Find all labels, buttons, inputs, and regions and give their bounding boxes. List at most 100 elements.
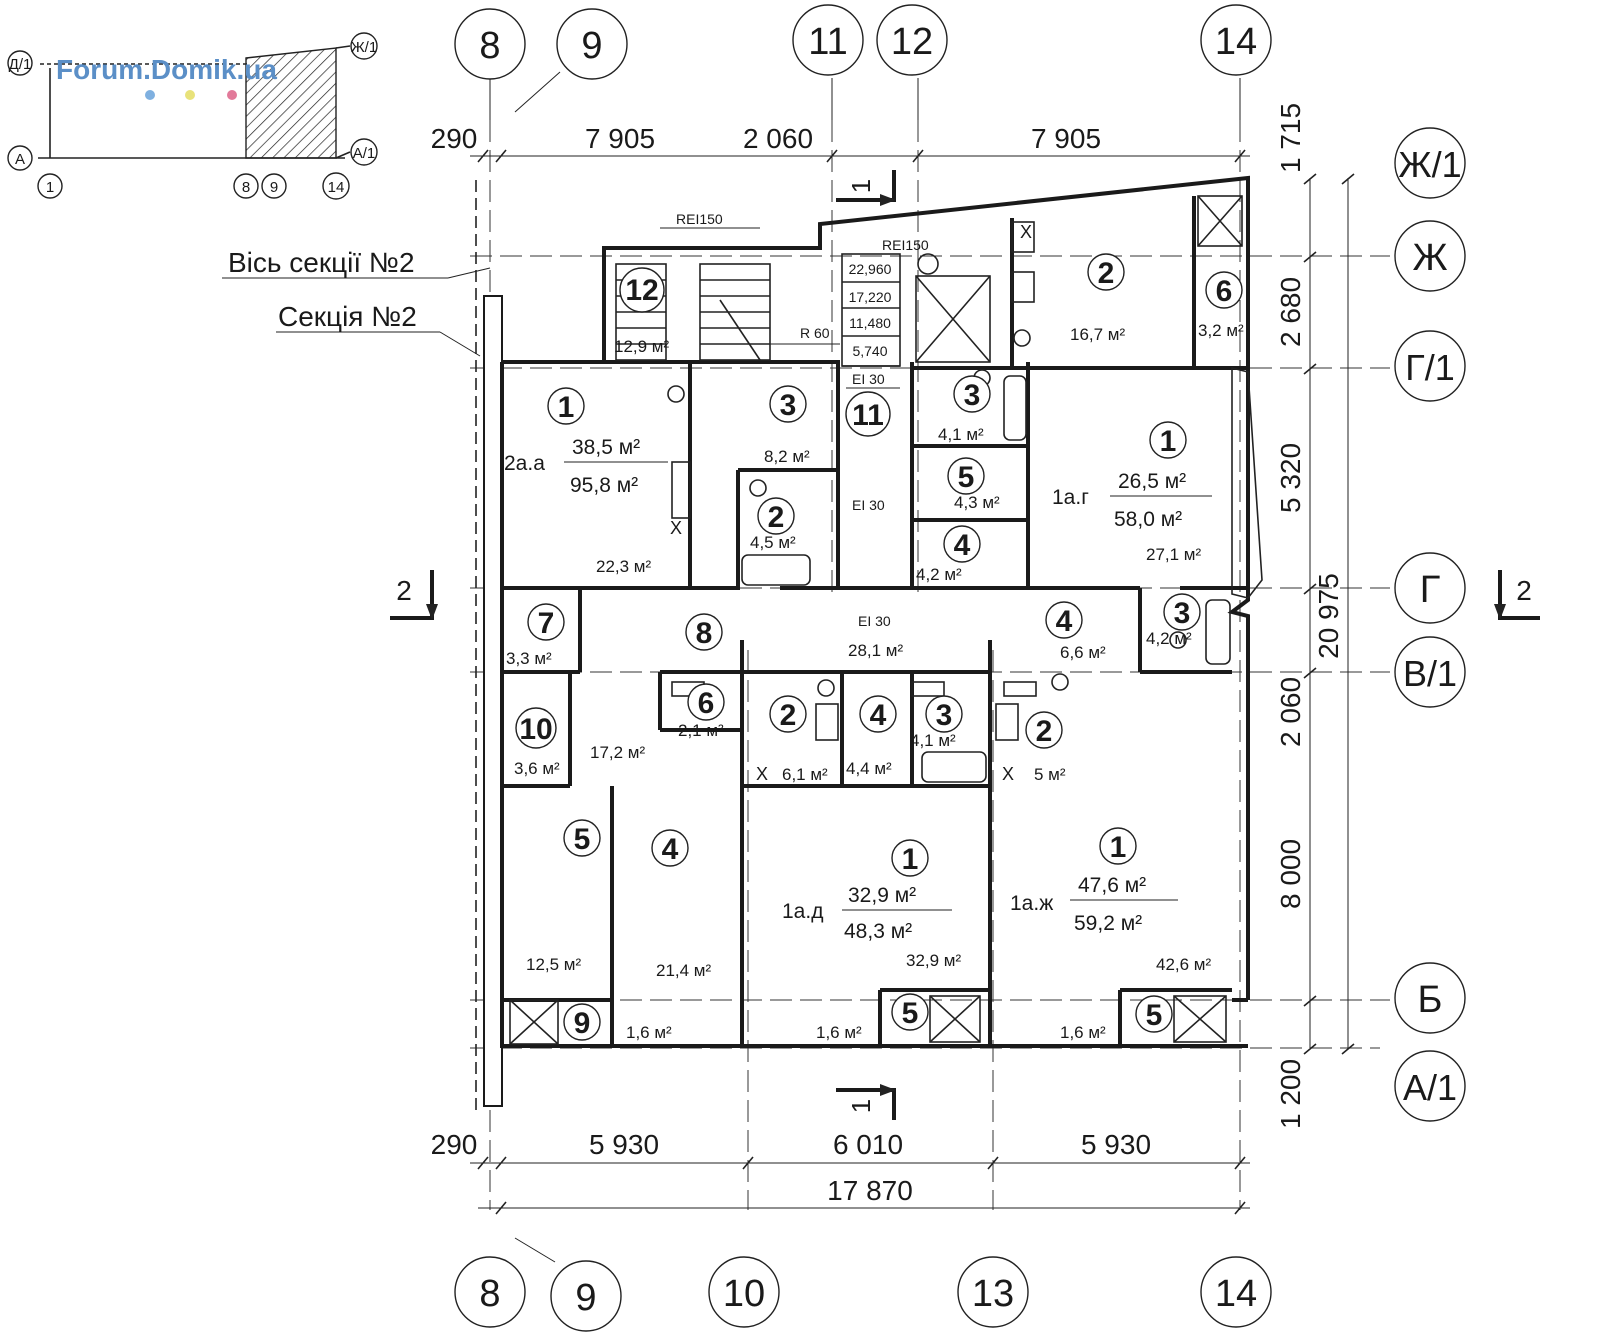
elevation-3: 11,480: [849, 315, 891, 331]
cut-1-top: 1: [846, 179, 876, 193]
elevation-2: 17,220: [849, 289, 892, 305]
room-ag-5-area: 4,3 м²: [954, 493, 1000, 512]
room-aa-9-number: 9: [574, 1007, 591, 1040]
elevation-4: 5,740: [852, 343, 887, 359]
apt-ag-total: 58,0 м²: [1114, 508, 1182, 531]
apt-aa-total: 95,8 м²: [570, 474, 638, 497]
room-ag-5-number: 5: [958, 461, 975, 494]
room-ag-1-area: 27,1 м²: [1146, 545, 1201, 564]
room-ag-1-number: 1: [1160, 425, 1177, 458]
right-dim-5320: 5 320: [1275, 443, 1306, 513]
room-d-5-area: 1,6 м²: [816, 1023, 862, 1042]
cut-1-bottom: 1: [846, 1099, 876, 1113]
cut-marks: 1 1 2 2: [390, 170, 1540, 1120]
bottom-axis-bubbles: 8 9 10 13 14: [454, 1237, 1272, 1332]
bottom-dim-5930-a: 5 930: [589, 1129, 659, 1160]
bottom-axis-13: 13: [972, 1273, 1014, 1315]
stove-mark-2: Х: [1020, 222, 1032, 242]
room-12-number: 12: [625, 274, 658, 307]
room-aa-4-number: 4: [662, 833, 679, 866]
room-ag-3-area: 4,1 м²: [938, 425, 984, 444]
top-axis-12: 12: [891, 21, 933, 63]
apt-azh-living: 47,6 м²: [1078, 874, 1146, 897]
apt-ad-living: 32,9 м²: [848, 884, 916, 907]
room-labels: 12 12,9 м² 11 1 22,3 м² 3 8,2 м² 2 4,5 м…: [506, 253, 1244, 1042]
bottom-dim-5930-b: 5 930: [1081, 1129, 1151, 1160]
top-dim-7905-a: 7 905: [585, 123, 655, 154]
room-d-4b-area: 4,4 м²: [846, 759, 892, 778]
room-aa-2-area: 4,5 м²: [750, 533, 796, 552]
cut-2-left: 2: [396, 575, 412, 606]
section-label: Секція №2: [278, 301, 417, 332]
room-aa-6-number: 6: [698, 687, 715, 720]
apt-ag-code: 1а.г: [1052, 486, 1089, 509]
room-aa-1-number: 1: [558, 391, 575, 424]
room-aa-8-number: 8: [696, 617, 713, 650]
right-axis-v1: В/1: [1403, 653, 1457, 694]
room-d-4-number: 4: [1056, 605, 1073, 638]
room-d-2-number: 2: [780, 699, 797, 732]
room-aa-5-number: 5: [574, 823, 591, 856]
watermark-dot-pink: [227, 90, 237, 100]
room-d-1-area: 32,9 м²: [906, 951, 961, 970]
right-axis-zh: Ж: [1412, 237, 1447, 279]
bottom-axis-8: 8: [479, 1273, 500, 1315]
room-d-2-area: 6,1 м²: [782, 765, 828, 784]
right-axis-a1: А/1: [1403, 1067, 1457, 1108]
key-axis-8: 8: [242, 179, 250, 196]
stove-mark-1: Х: [670, 518, 682, 538]
right-axis-g: Г: [1420, 569, 1441, 611]
key-plan: Д/1 Ж/1 А А/1 1 8 9 14 Forum.Domik.ua: [7, 32, 378, 200]
room-ag-2-number: 2: [1098, 257, 1115, 290]
watermark-dot-yellow: [185, 90, 195, 100]
room-aa-10-number: 10: [519, 713, 552, 746]
key-axis-d1: Д/1: [9, 56, 32, 73]
fire-ratings: REI150 REI150 R 60 EI 30 EI 30 EI 30 22,…: [660, 211, 1032, 784]
bottom-axis-9: 9: [575, 1277, 596, 1319]
top-axis-14: 14: [1215, 21, 1257, 63]
key-axis-a: А: [15, 151, 25, 168]
top-axis-9: 9: [581, 25, 602, 67]
room-d-5-number: 5: [902, 997, 919, 1030]
room-d-1-number: 1: [902, 843, 919, 876]
fire-rating-ei30-a: EI 30: [852, 371, 885, 387]
room-d-4-area: 6,6 м²: [1060, 643, 1106, 662]
watermark-logo: Forum.Domik.ua: [56, 54, 277, 85]
apt-aa-living: 38,5 м²: [572, 436, 640, 459]
apt-ad-code: 1а.д: [782, 900, 823, 923]
elevation-1: 22,960: [849, 261, 892, 277]
room-zh-1-area: 42,6 м²: [1156, 955, 1211, 974]
top-dim-7905-b: 7 905: [1031, 123, 1101, 154]
room-d-3-area: 4,2 м²: [1146, 629, 1192, 648]
bottom-axis-10: 10: [723, 1273, 765, 1315]
top-axis-bubbles: 8 9 11 12 14: [454, 4, 1272, 120]
room-d-3-number: 3: [1174, 597, 1191, 630]
room-aa-2-number: 2: [768, 501, 785, 534]
right-dim-total: 20 975: [1313, 573, 1344, 659]
apt-azh-code: 1а.ж: [1010, 892, 1053, 915]
key-axis-9: 9: [270, 179, 278, 196]
watermark-dot-blue: [145, 90, 155, 100]
room-d-4b-number: 4: [870, 699, 887, 732]
right-axis-bubbles: Ж/1 Ж Г/1 Г В/1 Б А/1: [1394, 127, 1466, 1122]
room-ag-4-area: 4,2 м²: [916, 565, 962, 584]
room-11-number: 11: [852, 399, 884, 432]
room-d-3b-area: 4,1 м²: [910, 731, 956, 750]
room-ag-2-area: 16,7 м²: [1070, 325, 1125, 344]
right-dim-2060: 2 060: [1275, 677, 1306, 747]
top-axis-11: 11: [808, 21, 847, 63]
stove-mark-4: Х: [1002, 764, 1014, 784]
bottom-axis-14: 14: [1215, 1273, 1257, 1315]
room-zh-2-area: 5 м²: [1034, 765, 1066, 784]
fire-rating-r60: R 60: [800, 325, 830, 341]
right-axis-b: Б: [1418, 979, 1443, 1021]
room-ag-3-number: 3: [964, 379, 981, 412]
right-dim-1715: 1 715: [1275, 103, 1306, 173]
cut-2-right: 2: [1516, 575, 1532, 606]
room-aa-6-area: 2,1 м²: [678, 721, 724, 740]
bottom-dim-total: 17 870: [827, 1175, 913, 1206]
room-d-3b-number: 3: [936, 699, 953, 732]
dimension-lines: 290 7 905 2 060 7 905 290 5 930 6 010 5 …: [431, 103, 1355, 1215]
key-axis-a1: А/1: [353, 145, 376, 162]
